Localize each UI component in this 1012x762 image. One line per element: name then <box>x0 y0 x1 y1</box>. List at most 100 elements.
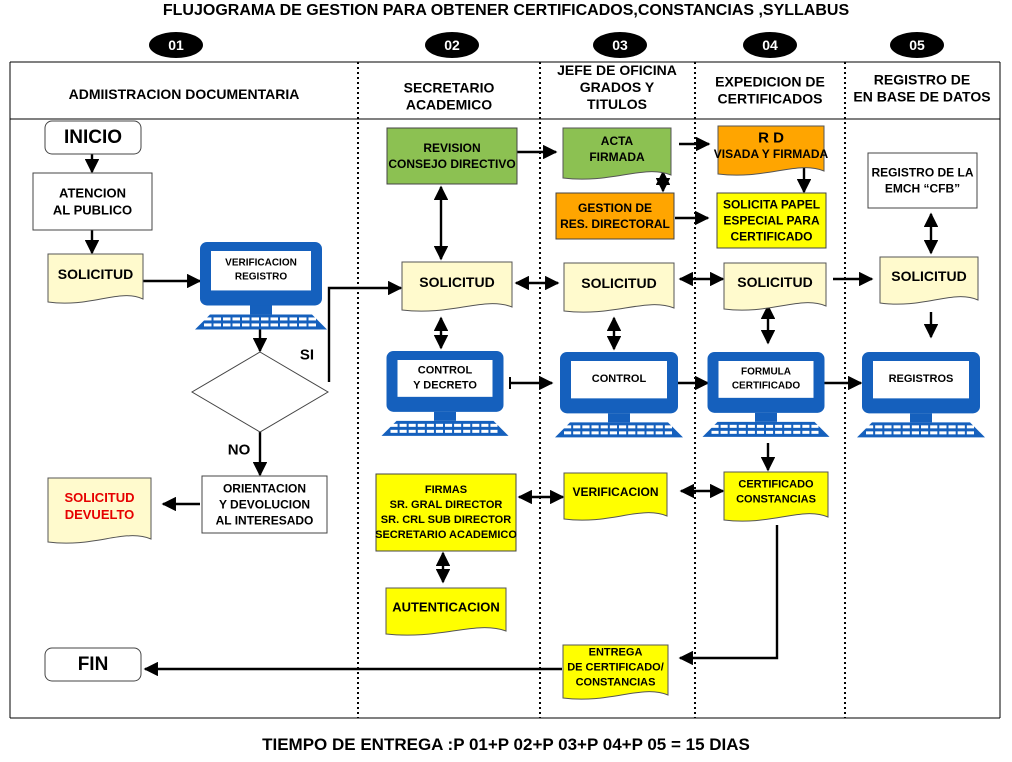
keyboard-key <box>866 425 874 429</box>
keyboard <box>195 314 327 330</box>
keyboard <box>381 420 509 436</box>
keyboard-key <box>399 429 407 433</box>
keyboard <box>555 422 683 438</box>
keyboard-key <box>911 425 919 429</box>
keyboard-key <box>261 317 269 321</box>
label-si: SI <box>300 347 314 364</box>
monitor-screen <box>718 361 814 398</box>
lane-number-badge <box>743 32 797 58</box>
monitor-stand <box>910 413 932 423</box>
lane-number: 03 <box>612 37 628 53</box>
keyboard <box>857 422 985 438</box>
node-control-pc: CONTROL <box>555 352 683 438</box>
keyboard-key <box>213 323 221 327</box>
monitor-screen <box>873 361 969 399</box>
keyboard-key <box>564 425 572 429</box>
keyboard-key <box>766 430 774 434</box>
keyboard-key <box>966 431 974 435</box>
lane-header-line-1: EXPEDICION DE <box>715 74 825 90</box>
node-solicitud-03: SOLICITUD <box>563 262 675 313</box>
keyboard-key <box>802 430 810 434</box>
keyboard-key <box>747 424 755 428</box>
keyboard-key <box>454 429 462 433</box>
keyboard-key <box>435 423 443 427</box>
keyboard-key <box>270 317 278 321</box>
keyboard-key <box>893 425 901 429</box>
keyboard-key <box>242 317 250 321</box>
keyboard-key <box>591 425 599 429</box>
node-label-line-1: R D <box>758 130 784 147</box>
keyboard-key <box>784 430 792 434</box>
node-label-line-1: AUTENTICACION <box>392 600 500 615</box>
node-label-line-1: SOLICITUD <box>737 274 812 290</box>
node-label-line-2: RES. DIRECTORAL <box>560 217 670 231</box>
monitor-stand <box>755 412 777 422</box>
document-shape <box>562 127 672 180</box>
document-shape <box>47 253 144 304</box>
keyboard-key <box>637 431 645 435</box>
process-box <box>716 192 827 249</box>
lane-header-line-2: CERTIFICADOS <box>718 91 823 107</box>
document-shape <box>563 472 668 521</box>
monitor-screen <box>211 251 311 291</box>
keyboard-key <box>591 431 599 435</box>
node-label-line-1: SOLICITUD <box>58 266 133 282</box>
keyboard-key <box>426 429 434 433</box>
keyboard-key <box>408 429 416 433</box>
monitor-stand <box>434 411 456 421</box>
keyboard-key <box>232 317 240 321</box>
node-label-line-3: AL INTERESADO <box>216 514 314 528</box>
node-label-line-2: EMCH “CFB” <box>885 182 960 196</box>
keyboard-key <box>793 430 801 434</box>
node-label-line-1: GESTION DE <box>578 201 652 215</box>
keyboard-key <box>390 429 398 433</box>
lane-number: 04 <box>762 37 778 53</box>
document-shape <box>879 256 979 305</box>
edge-decision-si-to-secretario <box>327 280 403 382</box>
keyboard-key <box>875 425 883 429</box>
page-title: FLUJOGRAMA DE GESTION PARA OBTENER CERTI… <box>162 2 850 19</box>
keyboard-key <box>481 429 489 433</box>
process-box <box>375 473 517 552</box>
keyboard-key <box>930 425 938 429</box>
monitor-screen <box>571 361 667 399</box>
keyboard-key <box>884 425 892 429</box>
monitor-stand <box>250 305 272 315</box>
lane-header-line-1: ADMIISTRACION DOCUMENTARIA <box>69 86 300 102</box>
lane-number: 05 <box>909 37 925 53</box>
node-label-line-1: ACTA <box>601 134 634 148</box>
keyboard-key <box>270 323 278 327</box>
keyboard-key <box>811 430 819 434</box>
node-label-line-1: SOLICITUD <box>419 274 494 290</box>
keyboard-key <box>655 425 663 429</box>
node-label-line-1: ENTREGA <box>589 647 643 659</box>
monitor-stand <box>608 413 630 423</box>
process-box <box>32 172 153 231</box>
lane-header-line-3: TITULOS <box>587 96 647 112</box>
keyboard-key <box>204 323 212 327</box>
keyboard-key <box>417 423 425 427</box>
node-label-line-1: FORMULA <box>741 366 791 377</box>
keyboard-key <box>711 424 719 428</box>
node-label-line-1: SOLICITUD <box>891 268 966 284</box>
keyboard-key <box>289 323 297 327</box>
lane-header-line-2: ACADEMICO <box>406 97 492 113</box>
node-solicitud-04: SOLICITUD <box>723 262 827 311</box>
keyboard-key <box>490 429 498 433</box>
node-gestion: GESTION DE RES. DIRECTORAL <box>555 192 675 240</box>
process-box <box>44 647 142 682</box>
document-shape <box>401 261 513 312</box>
keyboard-key <box>223 317 231 321</box>
keyboard-key <box>308 317 316 321</box>
keyboard-key <box>738 430 746 434</box>
lane-header-line-1: JEFE DE OFICINA <box>557 62 677 78</box>
lane-header-line-1: SECRETARIO <box>404 80 495 96</box>
